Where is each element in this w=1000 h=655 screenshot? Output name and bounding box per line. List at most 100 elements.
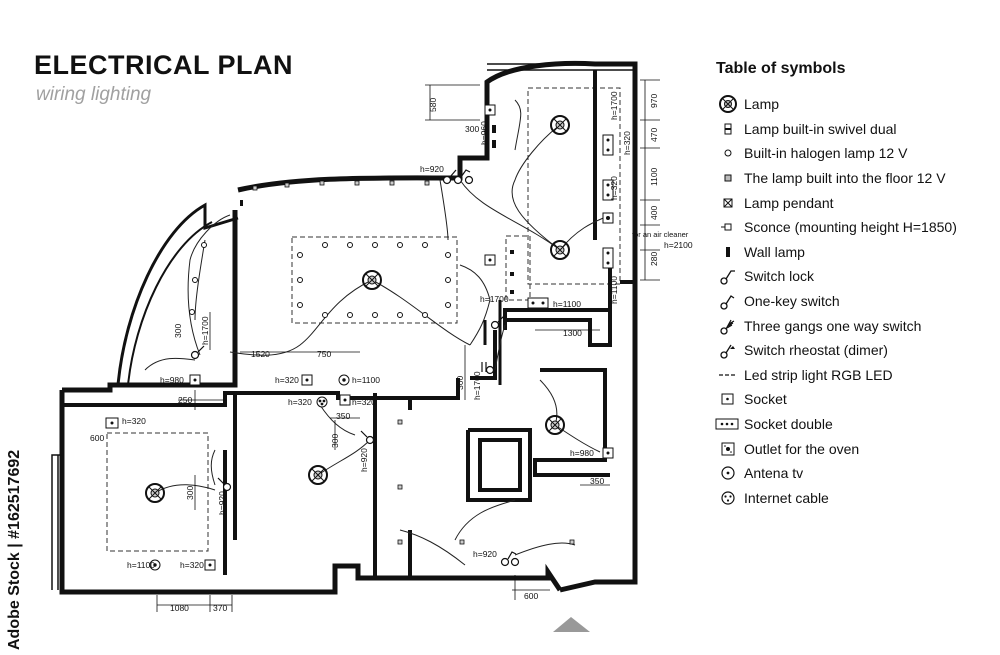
lamp-icon — [550, 240, 570, 260]
one-key-switch-icon — [190, 345, 205, 360]
h-320d: h=320 — [288, 397, 312, 407]
led-strip-icon — [714, 365, 742, 385]
oven-outlet-icon — [714, 439, 742, 459]
h-980a: h=980 — [160, 375, 184, 385]
three-gang-switch-icon — [714, 316, 742, 336]
legend-label: Antena tv — [744, 465, 804, 482]
internet-cable-icon — [714, 488, 742, 508]
halogen-lamps — [189, 242, 451, 318]
one-key-switch-icon — [360, 430, 375, 445]
dim-600a: 600 — [90, 433, 104, 443]
legend-item: Internet cable — [714, 486, 994, 511]
dim-400: 400 — [649, 206, 659, 220]
legend-item: Sconce (mounting height H=1850) — [714, 215, 994, 240]
legend-label: Socket double — [744, 416, 833, 433]
h-1700a: h=1700 — [609, 91, 619, 120]
socket-icon — [301, 374, 313, 386]
led-strip-kitchen — [505, 235, 531, 301]
dim-350b: 350 — [590, 476, 604, 486]
wiring — [144, 99, 611, 566]
h-2100: h=2100 — [664, 240, 693, 250]
window-bedroom-top — [487, 63, 635, 71]
h-1100a: h=1100 — [609, 276, 619, 304]
switch-lock-icon — [714, 266, 742, 286]
legend-label: Outlet for the oven — [744, 440, 860, 457]
legend-item: Outlet for the oven — [714, 436, 994, 461]
tv-antenna-icon — [338, 374, 350, 386]
legend-label: Switch lock — [744, 268, 815, 285]
north-arrow-icon — [553, 617, 590, 632]
legend-item: Lamp — [714, 92, 994, 117]
dim-580: 580 — [428, 98, 438, 112]
tv-antenna-icon — [149, 559, 161, 571]
led-strip-living — [291, 236, 458, 324]
legend-item: Socket — [714, 387, 994, 412]
lamp-icon — [362, 270, 382, 290]
dimmer-switch-icon — [714, 340, 742, 360]
legend-item: Switch lock — [714, 264, 994, 289]
plan-labels: 580 300 h=960 h=920 h=1700 h=320 h=320 9… — [90, 91, 693, 613]
outer-curve-inner — [127, 221, 213, 386]
socket-icon — [714, 389, 742, 409]
legend-label: Sconce (mounting height H=1850) — [744, 219, 957, 236]
floor-lamp-icon — [714, 168, 742, 188]
symbol-legend: Table of symbols Lamp Lamp built-in swiv… — [714, 60, 994, 510]
dim-970: 970 — [649, 94, 659, 108]
sconce-icon — [714, 217, 742, 237]
inner-walls — [60, 70, 635, 578]
wall-lamp-icon — [714, 242, 742, 262]
legend-item: Lamp built-in swivel dual — [714, 117, 994, 142]
legend-title: Table of symbols — [716, 60, 846, 77]
double-socket-icon — [105, 417, 119, 429]
h-920c: h=920 — [217, 491, 227, 515]
legend-item: Switch rheostat (dimer) — [714, 338, 994, 363]
legend-label: Internet cable — [744, 489, 829, 506]
window-left — [51, 454, 62, 590]
one-key-switch-icon — [464, 175, 474, 185]
dim-300e: 300 — [185, 486, 195, 500]
legend-item: Antena tv — [714, 461, 994, 486]
one-key-switch-icon — [490, 315, 505, 330]
walls — [51, 60, 638, 595]
dim-300a: 300 — [465, 124, 479, 134]
legend-item: Socket double — [714, 412, 994, 437]
outer-curve — [116, 202, 239, 386]
h-920d: h=920 — [473, 549, 497, 559]
socket-icon — [484, 104, 496, 116]
h-1700b: h=1700 — [480, 294, 509, 304]
lamp-icon — [545, 415, 565, 435]
legend-label: Lamp pendant — [744, 194, 834, 211]
h-320c: h=320 — [275, 375, 299, 385]
led-strip-outlines — [106, 87, 621, 552]
double-socket-icon — [602, 179, 614, 201]
dim-1080: 1080 — [170, 603, 189, 613]
dim-600b: 600 — [524, 591, 538, 601]
swivel-dual-lamp-icon — [714, 119, 742, 139]
legend-item: Lamp pendant — [714, 190, 994, 215]
wall-lamps — [240, 125, 514, 294]
dim-300c: 300 — [455, 376, 465, 390]
h-320e: h=320 — [352, 397, 376, 407]
h-960: h=960 — [479, 121, 489, 145]
dim-370: 370 — [213, 603, 227, 613]
h-320g: h=320 — [180, 560, 204, 570]
legend-label: Three gangs one way switch — [744, 317, 922, 334]
lamp-icon — [145, 483, 165, 503]
h-320f: h=320 — [122, 416, 146, 426]
double-socket-icon — [602, 134, 614, 156]
lamp-icon — [714, 94, 742, 114]
one-key-switch-icon — [217, 477, 232, 492]
pendant-lamp-icon — [714, 193, 742, 213]
legend-label: The lamp built into the floor 12 V — [744, 170, 946, 187]
legend-label: Lamp built-in swivel dual — [744, 120, 897, 137]
dim-1520: 1520 — [251, 349, 270, 359]
h-1100c: h=1100 — [352, 375, 380, 385]
floor-lamps — [252, 180, 575, 545]
page-subtitle: wiring lighting — [36, 84, 152, 105]
one-key-switch-icon — [500, 551, 517, 567]
lamps — [145, 115, 570, 503]
electrical-floor-plan: 580 300 h=960 h=920 h=1700 h=320 h=320 9… — [51, 60, 693, 632]
page-title: ELECTRICAL PLAN — [34, 50, 294, 80]
led-strip-kids — [106, 432, 209, 552]
legend-item: Led strip light RGB LED — [714, 363, 994, 388]
